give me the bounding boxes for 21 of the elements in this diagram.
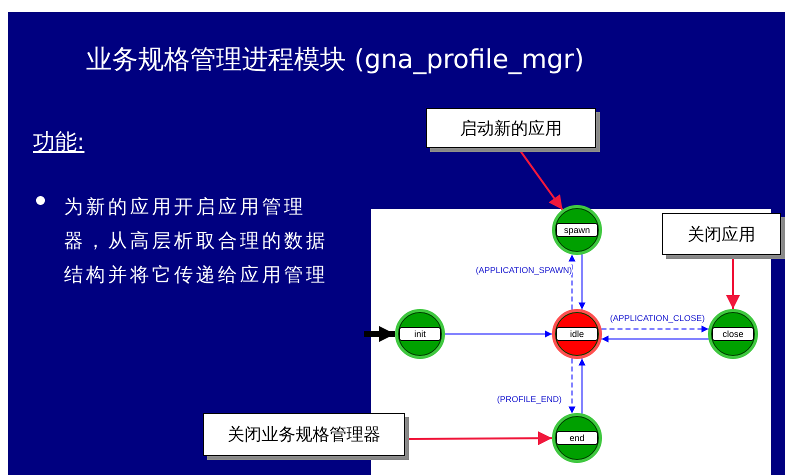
transition-arrow [578, 358, 586, 414]
transition-arrow [601, 326, 709, 332]
slide-title: 业务规格管理进程模块 (gna_profile_mgr) [86, 44, 584, 77]
section-heading: 功能: [33, 129, 84, 157]
state-label: end [556, 431, 598, 445]
transition-arrow [578, 254, 586, 310]
pointer-arrow [726, 256, 740, 309]
edge-label: (PROFILE_END) [497, 394, 562, 404]
state-label: spawn [556, 223, 598, 237]
state-label: init [399, 327, 441, 341]
transition-arrow [444, 330, 552, 338]
transition-arrow [364, 326, 395, 342]
transition-arrow [601, 336, 709, 342]
state-label: close [712, 327, 754, 341]
edge-label: (APPLICATION_SPAWN) [476, 265, 572, 275]
pointer-arrow [406, 431, 552, 446]
edge-label: (APPLICATION_CLOSE) [610, 313, 705, 323]
transition-arrow [568, 254, 576, 310]
bullet-text: 为新的应用开启应用管理器，从高层析取合理的数据结构并将它传递给应用管理 [64, 195, 329, 288]
transition-arrow [568, 358, 576, 414]
state-label: idle [556, 327, 598, 341]
